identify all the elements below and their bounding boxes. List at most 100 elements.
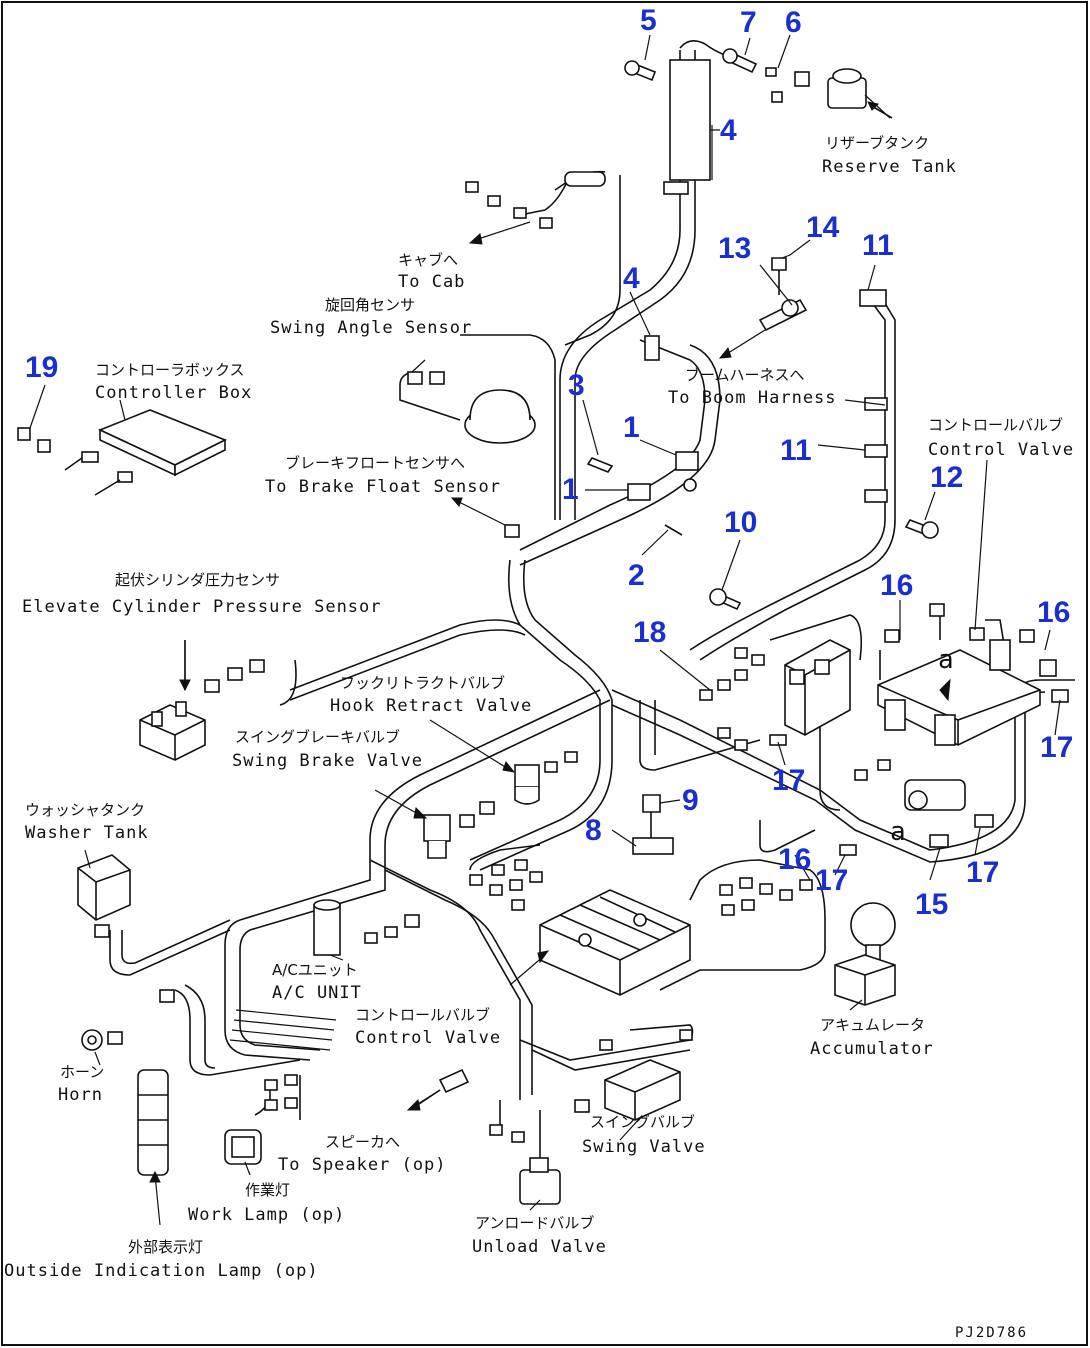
unload-valve-label-jp: アンロードバルブ <box>475 1214 594 1232</box>
brake-float-sensor-label-jp: ブレーキフロートセンサへ <box>285 454 465 472</box>
callout-5: 5 <box>640 4 657 37</box>
pin-2-icon <box>664 524 683 536</box>
horn-label-jp: ホーン <box>60 1063 104 1081</box>
hook-retract-valve-label-jp: フックリトラクトバルブ <box>340 674 505 692</box>
callout-6: 6 <box>785 6 802 39</box>
callout-8: 8 <box>585 814 602 847</box>
reserve-tank-label-jp: リザーブタンク <box>825 134 929 152</box>
solenoid-valve-block-icon <box>699 639 851 751</box>
callout-9: 9 <box>682 784 699 817</box>
accumulator-icon <box>834 902 896 1006</box>
bracket-1a-icon <box>627 483 651 501</box>
elevate-cylinder-sensor-icon <box>139 640 265 761</box>
swing-angle-sensor-icon <box>399 371 536 444</box>
part-labels: リザーブタンク Reserve Tank キャブへ To Cab 旋回角センサ … <box>4 134 1074 1341</box>
unload-valve-label: Unload Valve <box>472 1237 607 1257</box>
washer-tank-label-jp: ウォッシャタンク <box>25 801 145 819</box>
callout-2: 2 <box>628 559 645 592</box>
swing-brake-valve-label: Swing Brake Valve <box>232 751 423 771</box>
washer-tank-label: Washer Tank <box>25 823 149 843</box>
harness-wiring <box>109 40 1075 1170</box>
hook-retract-valve-icon <box>514 751 578 805</box>
outside-lamp-label: Outside Indication Lamp (op) <box>4 1261 319 1281</box>
control-valve-top-label-jp: コントロールバルブ <box>928 416 1063 434</box>
control-valve-mid-label-jp: コントロールバルブ <box>355 1006 490 1024</box>
callout-1b: 1 <box>562 473 579 506</box>
bolt-9-icon <box>642 794 661 813</box>
swing-valve-icon <box>574 1029 693 1121</box>
ac-unit-label: A/C UNIT <box>272 983 362 1003</box>
bracket-1b-icon <box>675 451 699 471</box>
work-lamp-label-jp: 作業灯 <box>245 1181 290 1199</box>
reserve-tank-label: Reserve Tank <box>822 157 957 177</box>
control-valve-mid-label: Control Valve <box>355 1028 501 1048</box>
callout-11b: 11 <box>780 434 812 467</box>
callout-11a: 11 <box>862 229 894 262</box>
solenoid-valve-icon <box>854 759 966 811</box>
callout-1a: 1 <box>623 411 640 444</box>
ref-mark-a-1: a <box>890 817 907 847</box>
callout-14: 14 <box>806 211 840 244</box>
callout-16b: 16 <box>1037 596 1070 629</box>
callout-4b: 4 <box>623 262 640 295</box>
callout-13: 13 <box>718 232 751 265</box>
nut-6-icon <box>765 67 777 77</box>
callout-17a: 17 <box>772 764 805 797</box>
reserve-tank-icon <box>771 68 893 119</box>
unload-valve-icon <box>489 1124 561 1205</box>
callout-3: 3 <box>568 369 585 402</box>
to-cab-label-jp: キャブへ <box>398 251 458 269</box>
callout-12: 12 <box>930 461 963 494</box>
washer-tank-icon <box>77 854 131 938</box>
ref-mark-a-2: a <box>938 645 955 675</box>
ac-unit-label-jp: A/Cユニット <box>272 961 358 979</box>
bracket-8-icon <box>632 837 674 855</box>
work-lamp-label: Work Lamp (op) <box>188 1205 345 1225</box>
to-speaker-label-jp: スピーカへ <box>325 1133 400 1151</box>
cab-connectors <box>465 171 606 229</box>
callout-numbers: 5 7 6 4 4 14 11 13 19 3 1 1 11 12 2 10 1… <box>25 4 1073 921</box>
callout-7: 7 <box>740 6 757 39</box>
controller-box-label-jp: コントローラボックス <box>95 361 245 379</box>
right-control-valve-icon <box>877 603 1057 746</box>
elevate-sensor-label-jp: 起伏シリンダ圧力センサ <box>115 571 280 589</box>
bolt-3-icon <box>586 457 614 473</box>
to-cab-label: To Cab <box>398 272 465 292</box>
control-valve-top-label: Control Valve <box>928 440 1074 460</box>
to-boom-harness-label-jp: ブームハーネスへ <box>685 366 805 384</box>
callout-18: 18 <box>633 616 666 649</box>
controller-box-icon <box>17 409 227 496</box>
leader-lines <box>29 34 1061 1226</box>
swing-brake-valve-label-jp: スイングブレーキバルブ <box>235 728 400 746</box>
callout-4a: 4 <box>720 114 737 147</box>
ac-unit-icon <box>313 899 341 956</box>
callout-10: 10 <box>724 506 757 539</box>
callout-15: 15 <box>915 888 948 921</box>
callout-19: 19 <box>25 351 58 384</box>
controller-box-label: Controller Box <box>95 383 252 403</box>
accumulator-label: Accumulator <box>810 1039 934 1059</box>
bolt-14-icon <box>771 257 787 271</box>
outside-lamp-label-jp: 外部表示灯 <box>128 1238 203 1256</box>
swing-angle-sensor-label-jp: 旋回角センサ <box>325 296 415 314</box>
to-speaker-label: To Speaker (op) <box>278 1155 447 1175</box>
parts <box>17 48 1069 1205</box>
callout-16a: 16 <box>880 569 913 602</box>
valve-connectors <box>469 859 813 916</box>
brake-float-sensor-label: To Brake Float Sensor <box>265 477 501 497</box>
hook-retract-valve-label: Hook Retract Valve <box>330 696 532 716</box>
swing-valve-label-jp: スイングバルブ <box>590 1113 695 1131</box>
to-boom-harness-label: To Boom Harness <box>668 388 837 408</box>
outside-indication-lamp-icon <box>137 1069 169 1176</box>
diagram-code: PJ2D786 <box>955 1325 1028 1341</box>
swing-angle-sensor-label: Swing Angle Sensor <box>270 318 472 338</box>
callout-17c: 17 <box>815 864 848 897</box>
accumulator-label-jp: アキュムレータ <box>820 1016 925 1034</box>
callout-17d: 17 <box>966 856 999 889</box>
main-control-valve-icon <box>539 889 691 996</box>
swing-valve-label: Swing Valve <box>582 1137 706 1157</box>
swing-brake-valve-icon <box>423 801 495 859</box>
